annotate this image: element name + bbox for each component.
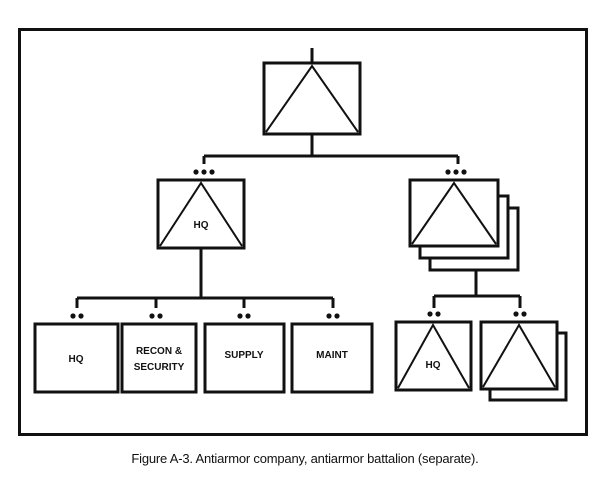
section-size-dots [149, 313, 163, 319]
supply-label: SUPPLY [224, 350, 263, 361]
hq-platoon-label: HQ [194, 220, 209, 231]
platoon-hq-label: HQ [426, 360, 441, 371]
maint-box [290, 322, 374, 394]
section-size-dots [427, 311, 441, 317]
stacked-platoon-box-front [408, 178, 500, 248]
hq-section-box [33, 322, 120, 394]
recon-label-line2: SECURITY [134, 362, 185, 373]
diagram-frame [18, 28, 588, 436]
antiarmor-symbol [411, 181, 497, 245]
squad-box-front [479, 320, 559, 391]
platoon-size-dots [445, 169, 467, 175]
antiarmor-symbol [397, 322, 470, 389]
recon-security-box [120, 322, 198, 394]
section-size-dots [70, 313, 84, 319]
company-unit-box [262, 61, 362, 136]
supply-box [203, 322, 286, 394]
hq-section-label: HQ [69, 354, 84, 365]
hq-platoon-box [156, 178, 246, 250]
section-size-dots [513, 311, 527, 317]
antiarmor-symbol [482, 323, 556, 388]
platoon-size-dots [193, 169, 215, 175]
recon-label-line1: RECON & [136, 346, 182, 357]
antiarmor-symbol [265, 64, 359, 133]
section-size-dots [237, 313, 251, 319]
figure-caption: Figure A-3. Antiarmor company, antiarmor… [131, 451, 479, 466]
maint-label: MAINT [316, 350, 348, 361]
platoon-hq-section-box [394, 320, 473, 392]
antiarmor-symbol [159, 181, 243, 247]
section-size-dots [326, 313, 340, 319]
